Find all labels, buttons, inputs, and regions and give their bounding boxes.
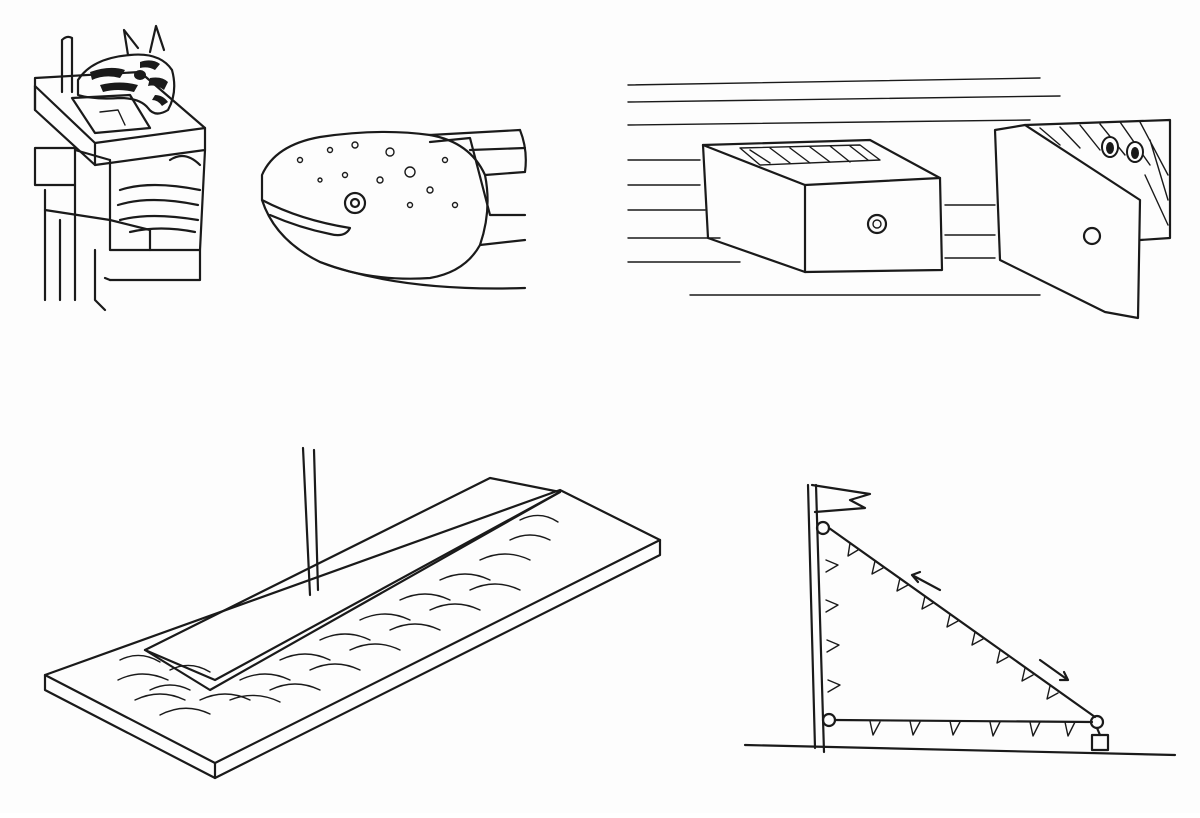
triangle-bunting-flag-sketch xyxy=(743,483,1177,757)
box-with-drawer-hole-sketch xyxy=(627,77,1061,296)
zebra-head-box-sketch xyxy=(33,24,207,312)
fish-head-board-sketch xyxy=(260,128,527,290)
open-panel-with-peeking-eyes-sketch xyxy=(993,118,1172,320)
long-board-with-slot-and-feathers-sketch xyxy=(43,446,662,780)
